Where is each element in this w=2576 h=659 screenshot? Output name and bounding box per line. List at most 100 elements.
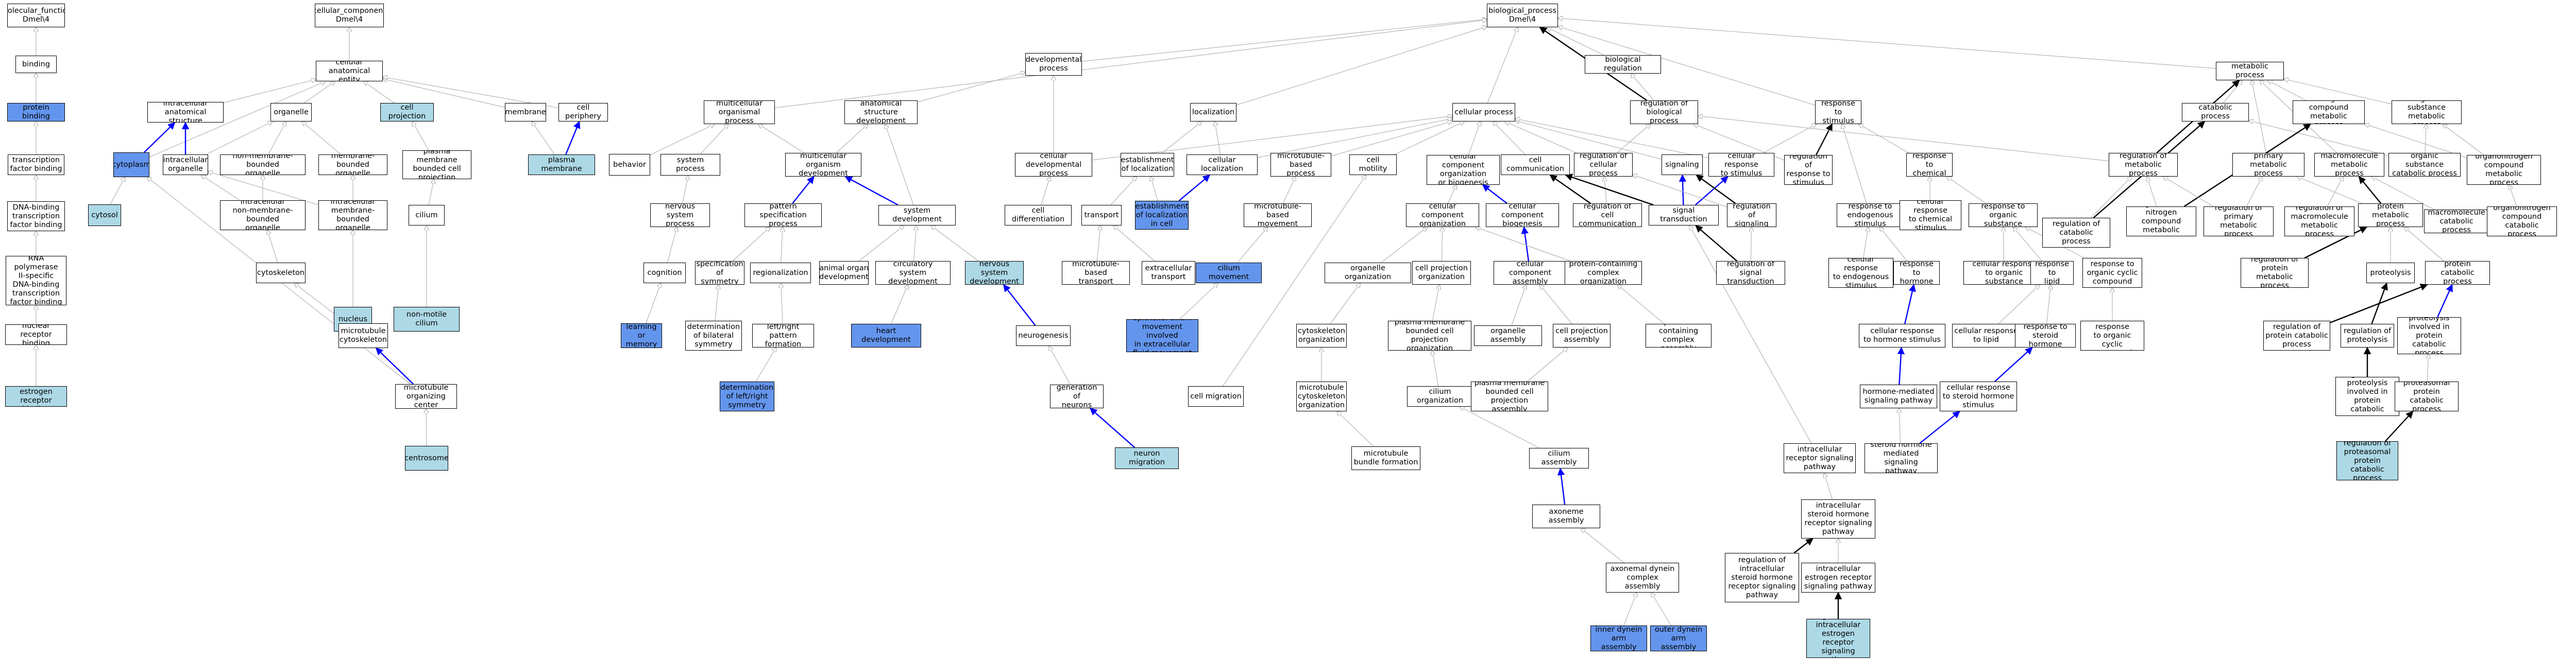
go-term-metproc: metabolic process [2216,62,2284,80]
edge-protcat-to-protmet [2404,227,2444,262]
go-term-cellproc: cellular process [1452,103,1515,122]
edge-sigtrans-to-cellresp [1695,176,1728,205]
go-term-outerdynein: outer dynein arm assembly [1650,626,1707,651]
go-term-orgnitrocat: organonitrogen compound catabolic proces… [2487,206,2557,236]
edge-cellprojassem-to-ccassembly [1540,285,1572,324]
edge-nonmem-to-organelle [268,122,286,155]
edge-orgsubcat-to-orgsub [2425,124,2426,153]
edge-regsigtrans-to-sigtrans [1695,225,1738,262]
go-term-nerbind: nuclear estrogen receptor binding [5,386,67,407]
edge-nervsysdev-to-sysdev [931,226,979,262]
edge-organelle-to-cae [304,81,334,103]
go-term-cytoskorg: cytoskeleton organization [1296,324,1347,348]
go-term-behavior: behavior [609,154,650,176]
go-term-neuronmig: neuron migration [1115,447,1179,469]
edge-mtbundle-to-mtcytoskorg [1337,411,1374,447]
go-term-macrocat: macromolecule catabolic process [2424,210,2489,233]
edge-regbio-to-bioreg [1631,74,1654,101]
go-term-resphormone: response to hormone [1893,261,1940,285]
go-term-regnitro: regulation of nitrogen compound metaboli… [2126,206,2196,236]
go-term-epithcilium: epithelial cilium movement involved in e… [1126,319,1198,352]
go-term-celldiff: cell differentiation [1005,205,1072,226]
edge-cellloc-to-localization [1215,122,1221,155]
go-term-proteasomal: proteasomal protein catabolic process [2395,381,2459,411]
go-term-respstim: response to stimulus [1815,100,1861,124]
go-term-intraestro: intracellular estrogen receptor signalin… [1801,563,1875,593]
go-term-cytoplasm: cytoplasm [113,152,149,177]
go-term-protmet: protein metabolic process [2358,203,2423,227]
edge-anatdev-to-devproc [917,72,1025,102]
edge-metproc-to-bp [1558,18,2216,69]
edge-regcat-to-regmet [2091,177,2132,218]
go-term-regproteoinv: regulation of proteolysis involved in pr… [2335,377,2399,416]
go-term-nonmotile: non-motile cilium [394,307,460,332]
go-term-anatdev: anatomical structure development [844,100,918,124]
edge-cognition-to-nervsys [667,227,676,263]
go-term-tfbind: transcription factor binding [8,154,64,175]
edge-protmet-to-primmet [2297,177,2362,204]
edge-cellrespster-to-respster [1994,347,2033,382]
edge-intrarec-to-sigtrans [1689,226,1812,444]
go-term-resporgsub: response to organic substance [1969,203,2038,227]
edge-nervsys-to-sysproc [682,176,688,204]
go-term-macromet: macromolecule metabolic process [2314,153,2384,177]
edge-cellresphorm-to-resphormone [1904,284,1916,324]
edge-estloccell-to-cellloc [1178,175,1211,201]
go-term-protcontassem: protein-containing complex assembly [1646,324,1711,348]
go-term-mtbundle: microtubule bundle formation [1351,446,1420,470]
go-term-cellperiph: cell periphery [558,103,608,122]
go-term-regionalization: regionalization [750,263,811,283]
go-term-regprotmet: regulation of protein metabolic process [2241,258,2309,288]
go-term-protcat: protein catabolic process [2425,261,2490,285]
edge-bioreg-to-bp [1547,27,1604,56]
go-term-ccbio: cellular component biogenesis [1486,203,1559,227]
edge-multidev-to-multiorg [758,124,805,153]
edge-extratrans-to-transport [1113,226,1155,262]
go-term-membound: membrane-bounded organelle [318,154,387,175]
go-term-mtcytosk: microtubule cytoskeleton [338,323,388,348]
go-term-mtoc: microtubule organizing center [395,384,457,409]
edge-steroidmed-to-cellrespster [1919,411,1960,444]
go-term-respchem: response to chemical [1906,153,1953,177]
edge-sysdev-to-multidev [844,176,899,206]
go-term-regcellproc: regulation of cellular process [1574,153,1633,177]
go-term-ccorgorg: cellular component organization [1406,203,1479,227]
go-term-cc: cellular_component Dmel\4 [315,4,384,27]
edge-sigtrans-to-signaling [1679,174,1687,205]
edge-plasmamem-to-membrane [532,122,555,155]
edge-heartdev-to-circsys [891,285,908,324]
edge-regcellproc-to-regbio [1617,124,1651,153]
edge-intorg-to-organelle [206,122,273,155]
edge-orgorg-to-ccorgorg [1381,227,1427,263]
go-term-cellcomm: cell communication [1501,154,1570,175]
edge-mtmove-to-mtbased [1283,177,1296,204]
edge-protmet-to-macromet [2358,176,2382,204]
go-term-membrane: membrane [505,103,546,122]
edge-membrane-to-cae [383,79,505,108]
go-term-intanat: intracellular anatomical structure [147,102,224,123]
edge-regproteolysis-to-proteolysis [2371,282,2388,324]
go-term-ccorg: cellular component organization or bioge… [1427,155,1500,185]
go-term-cellrespendo: cellular response to endogenous stimulus [1828,258,1893,288]
edge-orgsubcat-to-catab [2249,120,2389,156]
edge-cellmigration-to-motility [1223,175,1366,387]
go-term-estloccell: establishment of localization in cell [1135,201,1189,230]
go-term-dnabindtf: DNA-binding transcription factor binding [7,201,65,231]
edge-specsym-to-patspec [732,227,770,262]
go-term-regmet: regulation of metabolic process [2109,153,2178,177]
edge-orgnitrocat-to-orgnitro [2509,185,2517,207]
edge-mtbasedtrans-to-transport [1096,226,1100,262]
edge-cellresp-to-cellproc [1515,118,1709,159]
edge-respster-to-resplipid [2046,285,2050,324]
go-term-mf: molecular_function Dmel\4 [7,4,65,27]
go-term-ciliumorg: cilium organization [1407,386,1473,407]
edge-multidev-to-anatdev [836,124,868,153]
edge-regresp-to-respstim [1815,123,1833,155]
edge-regproteasomal-to-proteasomal [2385,410,2414,442]
go-term-orgsubcat: organic substance catabolic process [2388,153,2461,177]
go-term-bp: biological_process Dmel\4 [1487,4,1558,27]
edge-pmbcp-to-cellproj [412,122,429,151]
go-term-pmbcporg: plasma membrane bounded cell projection … [1388,321,1471,351]
